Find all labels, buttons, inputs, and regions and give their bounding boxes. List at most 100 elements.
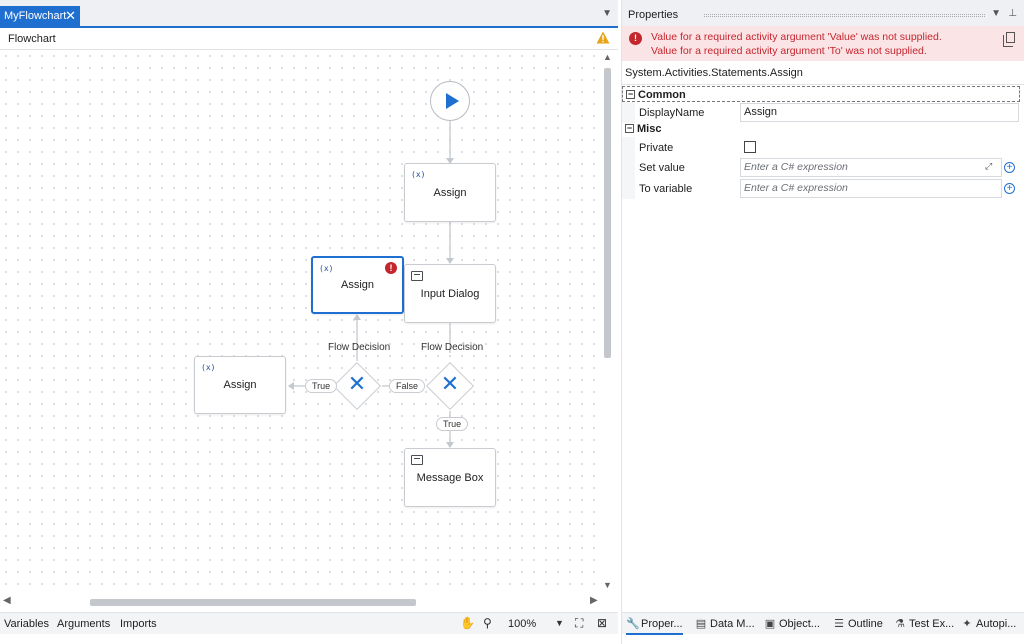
collapse-icon[interactable]: − <box>625 123 634 133</box>
chevron-down-icon[interactable]: ▼ <box>555 618 564 628</box>
panel-drag-grip[interactable] <box>704 14 985 17</box>
panel-tab-bar: 🔧Proper... ▤Data M... ▣Object... ☰ Outlin… <box>622 612 1024 635</box>
variables-tab[interactable]: Variables <box>4 618 50 630</box>
document-tab-myflowchart[interactable]: MyFlowchart ✕ <box>0 6 80 26</box>
category-common[interactable]: − Common <box>622 86 1020 102</box>
property-label: Set value <box>639 162 685 174</box>
properties-title: Properties <box>628 9 679 21</box>
close-icon[interactable]: ✕ <box>65 8 76 23</box>
pin-icon[interactable]: ⊥ <box>1008 8 1017 19</box>
tab-label: Outline <box>848 618 883 630</box>
scroll-down-icon[interactable]: ▼ <box>603 580 612 590</box>
chevron-down-icon[interactable]: ▼ <box>602 8 612 19</box>
message-box-icon <box>411 455 423 465</box>
assign-activity-left[interactable]: (x) Assign <box>194 356 286 414</box>
scrollbar-thumb[interactable] <box>604 68 611 358</box>
tab-label: Test Ex... <box>909 618 955 630</box>
category-label: Common <box>638 89 686 101</box>
tab-label: Data M... <box>710 618 755 630</box>
fit-to-screen-icon[interactable]: ⛶ <box>575 616 584 630</box>
property-label: DisplayName <box>639 107 705 119</box>
warning-icon[interactable] <box>596 31 610 47</box>
breadcrumb-flowchart[interactable]: Flowchart <box>8 33 56 45</box>
tab-outline[interactable]: ☰ Outline <box>833 613 883 635</box>
chevron-down-icon[interactable]: ▼ <box>991 8 1001 19</box>
activity-label: Assign <box>223 379 257 391</box>
imports-tab[interactable]: Imports <box>120 618 157 630</box>
scroll-up-icon[interactable]: ▲ <box>603 52 612 62</box>
expand-editor-icon[interactable]: ⤢ <box>985 161 993 171</box>
to-variable-input[interactable]: Enter a C# expression <box>740 179 1002 198</box>
document-tab-label: MyFlowchart <box>4 10 67 22</box>
error-message: Value for a required activity argument '… <box>651 45 927 57</box>
object-icon: ▣ <box>764 618 776 630</box>
flow-decision-label-right: Flow Decision <box>421 342 484 353</box>
assign-activity-top[interactable]: (x) Assign <box>404 163 496 222</box>
property-label: Private <box>639 142 674 154</box>
wrench-icon: 🔧 <box>626 618 640 630</box>
activity-label: Assign <box>340 279 375 291</box>
properties-panel: Properties ▼ ⊥ ! Value for a required ac… <box>621 0 1024 644</box>
property-label: To variable <box>639 183 693 195</box>
flowchart-canvas[interactable]: (x) Assign (x) ! Assign Input Dialog (x)… <box>0 50 600 594</box>
sparkle-icon: ✦ <box>962 618 972 630</box>
outline-icon: ☰ <box>834 618 844 630</box>
zoom-level-select[interactable]: 100% <box>508 618 537 630</box>
variable-icon: (x) <box>411 170 426 179</box>
tab-data-manager[interactable]: ▤Data M... <box>695 613 755 635</box>
tab-label: Object... <box>779 618 820 630</box>
horizontal-scrollbar[interactable]: ◀ ▶ <box>0 594 600 610</box>
message-box-activity[interactable]: Message Box <box>404 448 496 507</box>
activity-label: Assign <box>433 186 467 199</box>
tab-test-explorer[interactable]: ⚗Test Ex... <box>894 613 954 635</box>
add-icon[interactable]: + <box>1004 183 1015 194</box>
arguments-tab[interactable]: Arguments <box>57 618 111 630</box>
activity-label: Message Box <box>416 471 484 484</box>
tab-autopilot[interactable]: ✦ Autopi... <box>961 613 1016 635</box>
property-row-to-variable: To variable Enter a C# expression + <box>622 178 1020 199</box>
tab-object-repository[interactable]: ▣Object... <box>764 613 820 635</box>
scroll-right-icon[interactable]: ▶ <box>590 595 598 606</box>
connector-lines <box>288 121 454 448</box>
scrollbar-thumb[interactable] <box>90 599 416 606</box>
property-row-displayname: DisplayName Assign <box>622 102 1020 123</box>
dialog-icon <box>411 271 423 281</box>
zoom-search-icon[interactable]: ⚲ <box>483 616 492 630</box>
assign-activity-selected[interactable]: (x) ! Assign <box>311 256 404 314</box>
property-row-private: Private <box>622 137 1020 158</box>
flowchart-start-node[interactable] <box>430 81 470 121</box>
true-branch-label[interactable]: True <box>305 379 338 393</box>
set-value-input[interactable]: Enter a C# expression <box>740 158 1002 177</box>
copy-icon[interactable] <box>1003 32 1015 47</box>
error-icon[interactable]: ! <box>385 262 397 274</box>
breadcrumb: Flowchart <box>0 28 618 50</box>
collapse-icon[interactable]: − <box>626 89 635 99</box>
validation-error-box: ! Value for a required activity argument… <box>622 26 1024 61</box>
tab-label: Proper... <box>641 618 683 630</box>
row-gutter <box>622 157 635 178</box>
vertical-scrollbar[interactable]: ▲ ▼ <box>600 50 618 610</box>
properties-header: Properties ▼ ⊥ <box>622 0 1024 26</box>
activity-type-name: System.Activities.Statements.Assign <box>622 61 1024 85</box>
flow-decision-label-left: Flow Decision <box>328 342 391 353</box>
database-icon: ▤ <box>695 618 707 630</box>
overview-icon[interactable]: ⊠ <box>597 616 608 630</box>
add-icon[interactable]: + <box>1004 162 1015 173</box>
row-gutter <box>622 137 635 158</box>
displayname-input[interactable]: Assign <box>740 103 1019 122</box>
true-branch-label[interactable]: True <box>436 417 469 431</box>
row-gutter <box>622 102 635 123</box>
private-checkbox[interactable] <box>744 141 756 153</box>
row-gutter <box>622 178 635 199</box>
input-dialog-activity[interactable]: Input Dialog <box>404 264 496 323</box>
scroll-left-icon[interactable]: ◀ <box>3 595 11 606</box>
hand-pan-icon[interactable]: ✋ <box>460 616 475 630</box>
error-message: Value for a required activity argument '… <box>651 31 942 43</box>
false-branch-label[interactable]: False <box>389 379 426 393</box>
variable-icon: (x) <box>201 363 216 372</box>
category-misc[interactable]: − Misc <box>622 121 1020 137</box>
tab-properties[interactable]: 🔧Proper... <box>626 613 683 635</box>
tab-label: Autopi... <box>976 618 1017 630</box>
close-icon: ✕ <box>440 371 460 396</box>
